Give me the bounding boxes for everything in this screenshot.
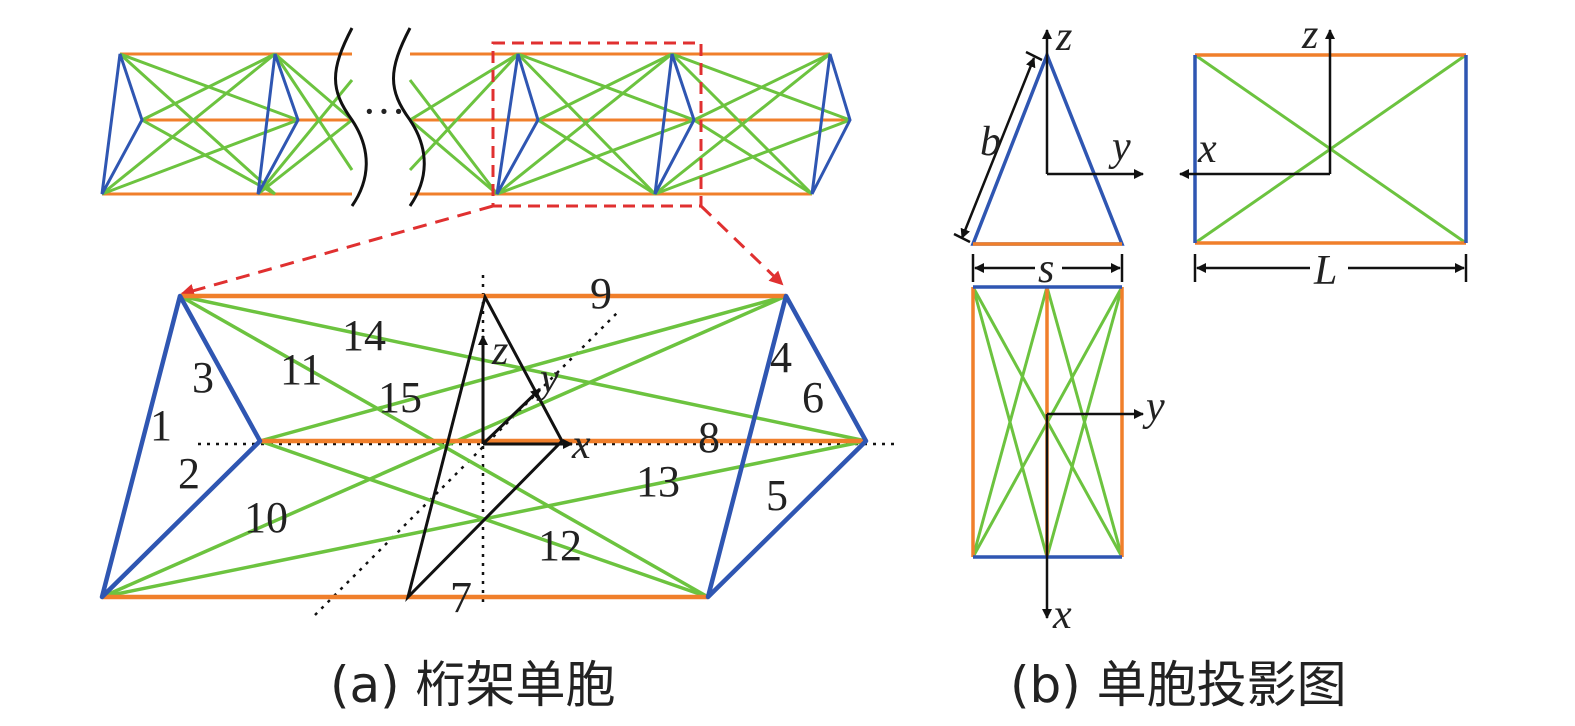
- member-number: 8: [698, 413, 720, 462]
- caption-b: (b) 单胞投影图: [1010, 656, 1347, 714]
- unit-cell: x z y 1 2 3 4 5 6 7 8 9 10 11 12 13 14 1…: [99, 269, 895, 622]
- dimension-L: L: [1313, 248, 1337, 294]
- axis-z-label: z: [491, 328, 508, 374]
- front-axis-x: x: [1197, 126, 1217, 172]
- zoom-arrow-left: [180, 204, 494, 298]
- break-mark-left: [334, 27, 368, 207]
- front-view: z x L: [1179, 12, 1468, 294]
- axis-x-label: x: [571, 422, 591, 468]
- side-view: z y b s: [953, 14, 1144, 292]
- top-view: y x: [971, 285, 1165, 638]
- member-number: 9: [590, 269, 612, 318]
- top-axis-y: y: [1142, 384, 1165, 430]
- member-number: 1: [150, 401, 172, 450]
- section-triangle: [405, 292, 564, 603]
- ellipsis: ···: [362, 87, 406, 136]
- axis-y-arrow: [481, 387, 542, 446]
- zoom-arrow-right: [699, 204, 784, 286]
- truss-strip: ···: [100, 27, 852, 207]
- member-number: 5: [766, 471, 788, 520]
- break-mark-right: [392, 27, 426, 207]
- member-number: 4: [770, 333, 792, 382]
- member-number: 11: [280, 345, 322, 394]
- caption-a: (a) 桁架单胞: [330, 656, 616, 714]
- member-number: 3: [192, 353, 214, 402]
- member-number: 12: [538, 521, 582, 570]
- axis-y-label: y: [536, 356, 559, 402]
- member-number: 7: [450, 573, 472, 622]
- side-axis-z: z: [1055, 14, 1072, 60]
- member-number: 2: [178, 449, 200, 498]
- dimension-s: s: [1038, 246, 1054, 292]
- member-number: 15: [378, 373, 422, 422]
- dimension-b: b: [980, 119, 1001, 165]
- highlight-box: [491, 41, 703, 208]
- member-number: 6: [802, 373, 824, 422]
- top-axis-x: x: [1052, 592, 1072, 638]
- member-number: 10: [244, 493, 288, 542]
- member-number: 14: [342, 311, 386, 360]
- front-axis-z: z: [1301, 12, 1318, 58]
- side-axis-y: y: [1108, 124, 1131, 170]
- member-number: 13: [636, 457, 680, 506]
